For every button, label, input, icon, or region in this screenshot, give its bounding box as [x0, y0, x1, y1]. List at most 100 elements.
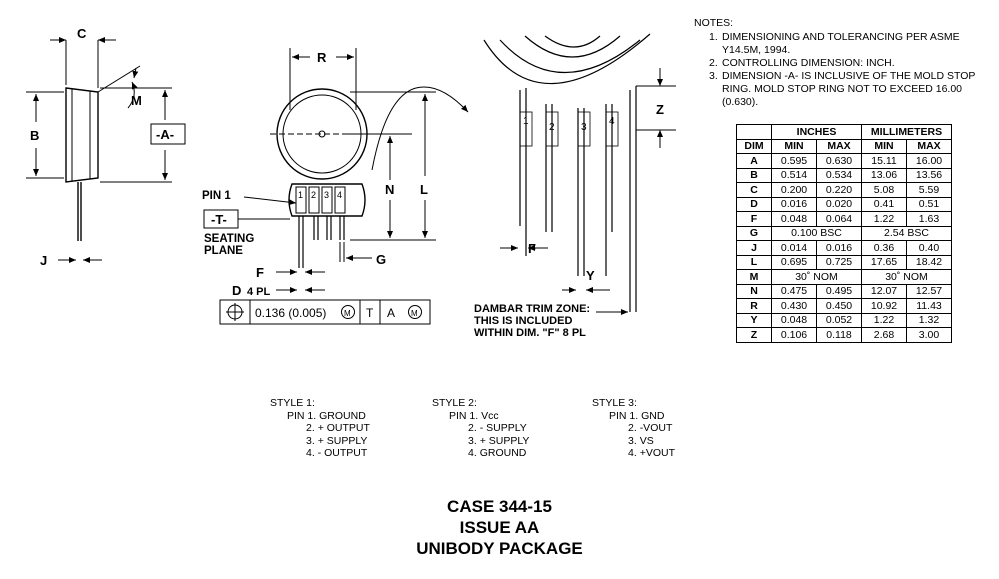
table-cell: 2.68 — [861, 327, 907, 343]
table-cell: R — [736, 298, 772, 314]
pin-number: PIN 1. — [609, 409, 639, 422]
pin-number-2: 2 — [311, 190, 316, 200]
pin-name: - OUTPUT — [317, 447, 368, 460]
pin-name: -VOUT — [639, 422, 673, 435]
col-mm-max: MAX — [906, 138, 952, 154]
issue-title: ISSUE AA — [459, 518, 540, 537]
table-cell: 13.06 — [861, 167, 907, 183]
style-pin: PIN 1. GND — [592, 410, 675, 423]
table-cell: 18.42 — [906, 254, 952, 270]
table-cell: 0.106 — [771, 327, 817, 343]
table-cell: 0.40 — [906, 240, 952, 256]
side-view — [26, 37, 186, 263]
label-j: J — [40, 253, 47, 268]
style-title: STYLE 2: — [432, 397, 477, 409]
notes-header: NOTES: — [694, 17, 734, 29]
table-cell: 17.65 — [861, 254, 907, 270]
table-cell: 0.014 — [771, 240, 817, 256]
pin-name: + SUPPLY — [317, 434, 368, 447]
pin-number-3: 3 — [324, 190, 329, 200]
package-title: UNIBODY PACKAGE — [416, 539, 583, 558]
style-pin: 4. +VOUT — [592, 447, 675, 460]
pin-number: 2. — [628, 422, 637, 435]
table-cell: C — [736, 182, 772, 198]
table-cell: 1.32 — [906, 312, 952, 328]
label-a-datum: -A- — [156, 127, 174, 142]
table-cell: 3.00 — [906, 327, 952, 343]
note-item: 1.DIMENSIONING AND TOLERANCING PER ASME … — [694, 31, 982, 57]
table-cell: 10.92 — [861, 298, 907, 314]
style-pin: 4. GROUND — [432, 447, 529, 460]
pin-number: PIN 1. — [449, 409, 479, 422]
table-cell: B — [736, 167, 772, 183]
style-title: STYLE 3: — [592, 397, 637, 409]
table-cell: 0.430 — [771, 298, 817, 314]
table-cell: 0.514 — [771, 167, 817, 183]
front-view — [203, 48, 469, 325]
table-cell: 0.064 — [816, 211, 862, 227]
table-cell: 16.00 — [906, 153, 952, 169]
pin-number: 2. — [306, 422, 315, 435]
style-pin: 4. - OUTPUT — [270, 447, 370, 460]
table-cell: 11.43 — [906, 298, 952, 314]
label-dambar-2: THIS IS INCLUDED — [474, 315, 572, 327]
style-pin: 3. + SUPPLY — [270, 435, 370, 448]
label-r: R — [317, 50, 327, 65]
table-cell: 0.048 — [771, 211, 817, 227]
table-cell: L — [736, 254, 772, 270]
table-cell: 2.54 BSC — [861, 225, 952, 241]
pin-name: +VOUT — [639, 447, 675, 460]
label-m: M — [131, 93, 142, 108]
pin-number: 3. — [306, 434, 315, 447]
col-in-max: MAX — [816, 138, 862, 154]
style-3: STYLE 3: PIN 1. GND 2. -VOUT 3. VS 4. +V… — [592, 397, 675, 460]
table-cell: 0.495 — [816, 283, 862, 299]
group-inches: INCHES — [771, 124, 862, 140]
pin-name: + OUTPUT — [317, 422, 370, 435]
table-cell: N — [736, 283, 772, 299]
pin-number: 4. — [468, 447, 477, 460]
table-cell: 0.36 — [861, 240, 907, 256]
table-cell: 0.220 — [816, 182, 862, 198]
note-number: 2. — [709, 57, 718, 69]
pin-name: + SUPPLY — [479, 434, 530, 447]
detail-pin-number-2: 2 — [549, 122, 555, 133]
pin-number: 3. — [628, 434, 637, 447]
table-cell: F — [736, 211, 772, 227]
table-cell: M — [736, 269, 772, 285]
table-cell: J — [736, 240, 772, 256]
detail-pin-number-1: 1 — [523, 116, 529, 127]
label-seating-2: PLANE — [204, 245, 243, 257]
detail-pin-number-3: 3 — [581, 122, 587, 133]
table-cell: 0.475 — [771, 283, 817, 299]
pin-number-4: 4 — [337, 190, 342, 200]
table-cell: 30˚ NOM — [771, 269, 862, 285]
pin-name: GROUND — [479, 447, 527, 460]
table-cell: 0.016 — [816, 240, 862, 256]
pin-name: GROUND — [319, 409, 366, 422]
fcf-datum-a: A — [387, 306, 395, 320]
table-cell: A — [736, 153, 772, 169]
label-y: Y — [586, 268, 595, 283]
pin-name: Vcc — [481, 409, 499, 422]
pin-number: 4. — [306, 447, 315, 460]
group-mm: MILLIMETERS — [861, 124, 952, 140]
label-f-detail: F — [528, 241, 536, 256]
style-pin: PIN 1. Vcc — [432, 410, 529, 423]
fcf-value: 0.136 (0.005) — [255, 306, 326, 320]
pin-number: 2. — [468, 422, 477, 435]
pin-number-1: 1 — [298, 190, 303, 200]
table-cell: Z — [736, 327, 772, 343]
note-text: DIMENSION -A- IS INCLUSIVE OF THE MOLD S… — [722, 70, 976, 108]
label-z: Z — [656, 102, 664, 117]
label-4pl: 4 PL — [247, 286, 271, 298]
table-cell: Y — [736, 312, 772, 328]
label-t-datum: -T- — [211, 212, 227, 227]
